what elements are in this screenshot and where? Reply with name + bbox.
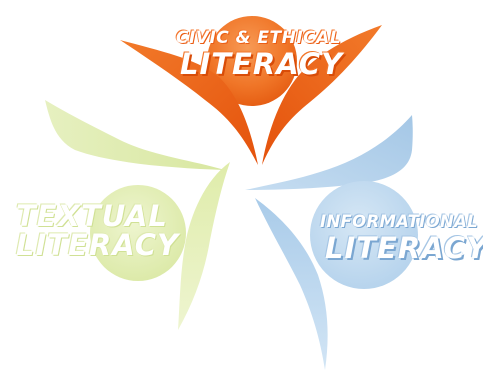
informational-bottom-wing: [255, 198, 328, 370]
textual-node-shapes: [45, 100, 230, 330]
textual-bottom-wing: [178, 162, 230, 330]
informational-label-line2: LITERACY: [325, 231, 483, 265]
textual-circle: [90, 185, 186, 281]
informational-circle: [310, 181, 418, 289]
civic-right-wing: [262, 25, 382, 165]
informational-label-line1: INFORMATIONAL: [320, 212, 478, 231]
informational-top-wing: [245, 115, 413, 190]
civic-label-line2: LITERACY: [180, 47, 344, 81]
textual-label-line1: TEXTUAL: [16, 199, 168, 233]
civic-circle: [207, 16, 297, 106]
textual-label-line2: LITERACY: [16, 228, 180, 262]
informational-node-shapes: [245, 115, 418, 370]
civic-label-line1: CIVIC & ETHICAL: [176, 28, 342, 48]
civic-node-shapes: [120, 16, 382, 165]
textual-top-wing: [45, 100, 225, 170]
civic-left-wing: [120, 40, 258, 165]
